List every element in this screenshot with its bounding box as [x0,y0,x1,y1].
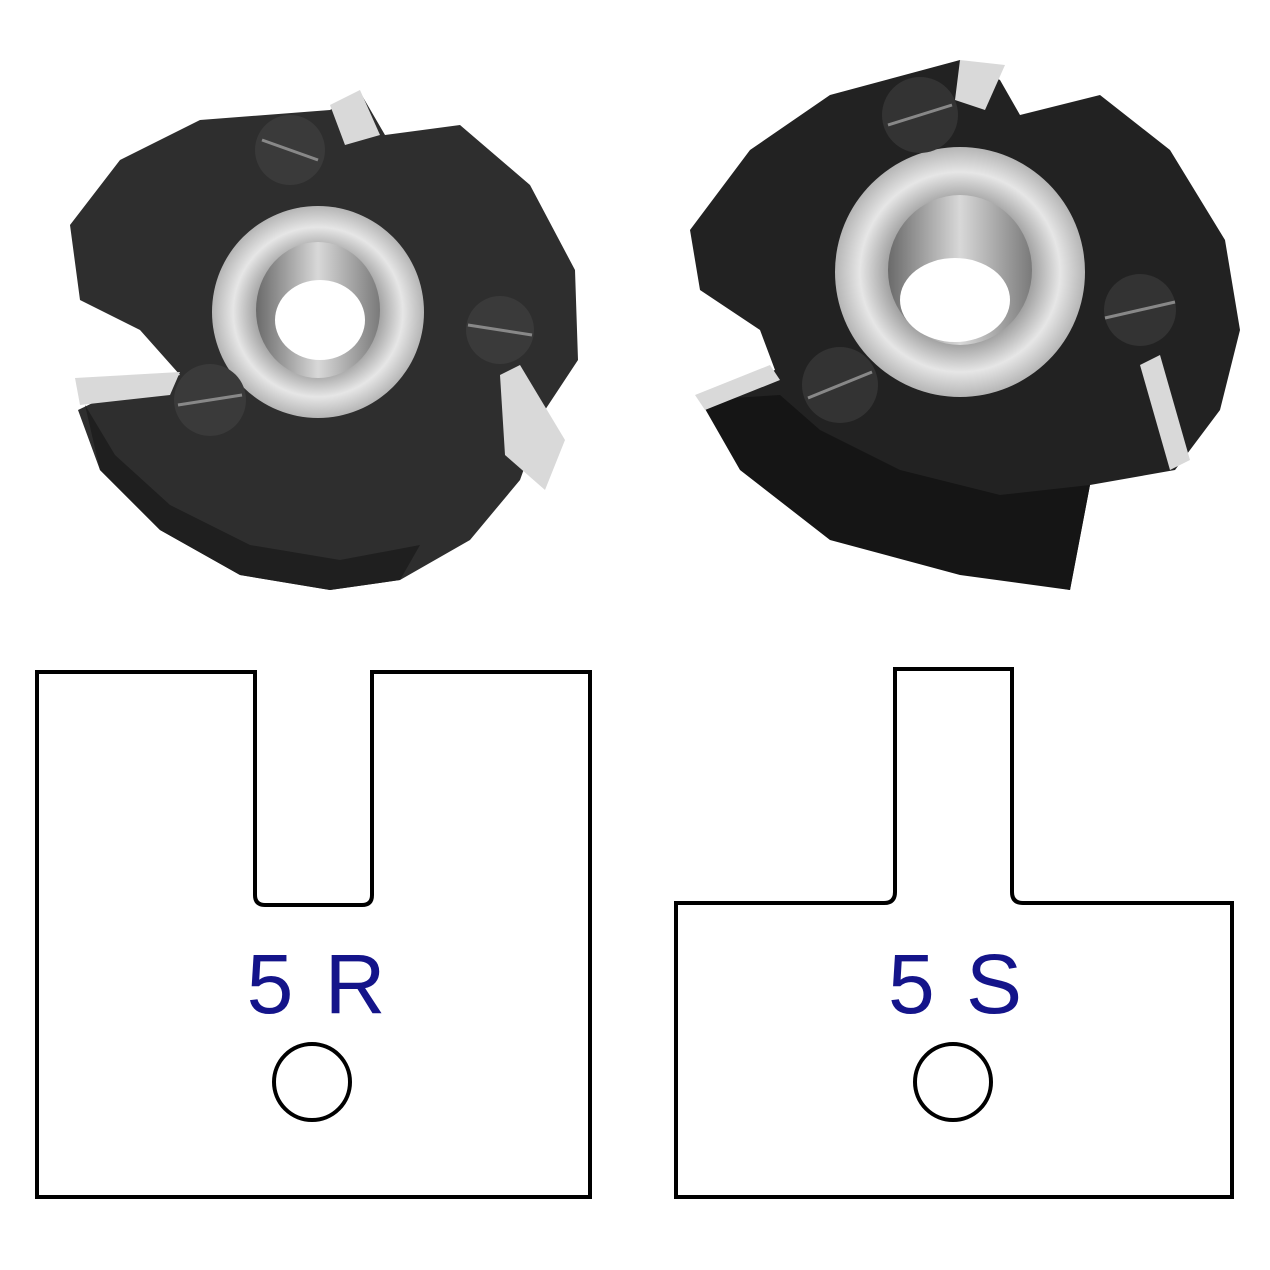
knife-blade-icon [75,372,180,405]
cutter-photo-5r [70,90,578,590]
cutter-lower-flange [85,405,420,590]
knife-blade-icon [500,365,565,490]
knife-blade-icon [955,60,1005,110]
cutter-lower-flange [700,395,1090,590]
product-code-label: 5 S [888,937,1026,1031]
profile-diagram-5r: 5 R [35,670,592,1199]
groove-profile-outline [35,670,592,1199]
profile-diagram-5s: 5 S [674,667,1234,1199]
knife-blade-icon [330,90,380,145]
cutter-photo-5s [690,60,1240,590]
knife-blade-icon [695,365,780,410]
bore-opening [275,280,365,360]
arbor-hole-icon [272,1042,352,1122]
arbor-hole-icon [913,1042,993,1122]
bore-opening [900,258,1010,342]
tongue-profile-outline [674,667,1234,1199]
knife-blade-icon [1140,355,1190,470]
product-code-label: 5 R [247,937,390,1031]
